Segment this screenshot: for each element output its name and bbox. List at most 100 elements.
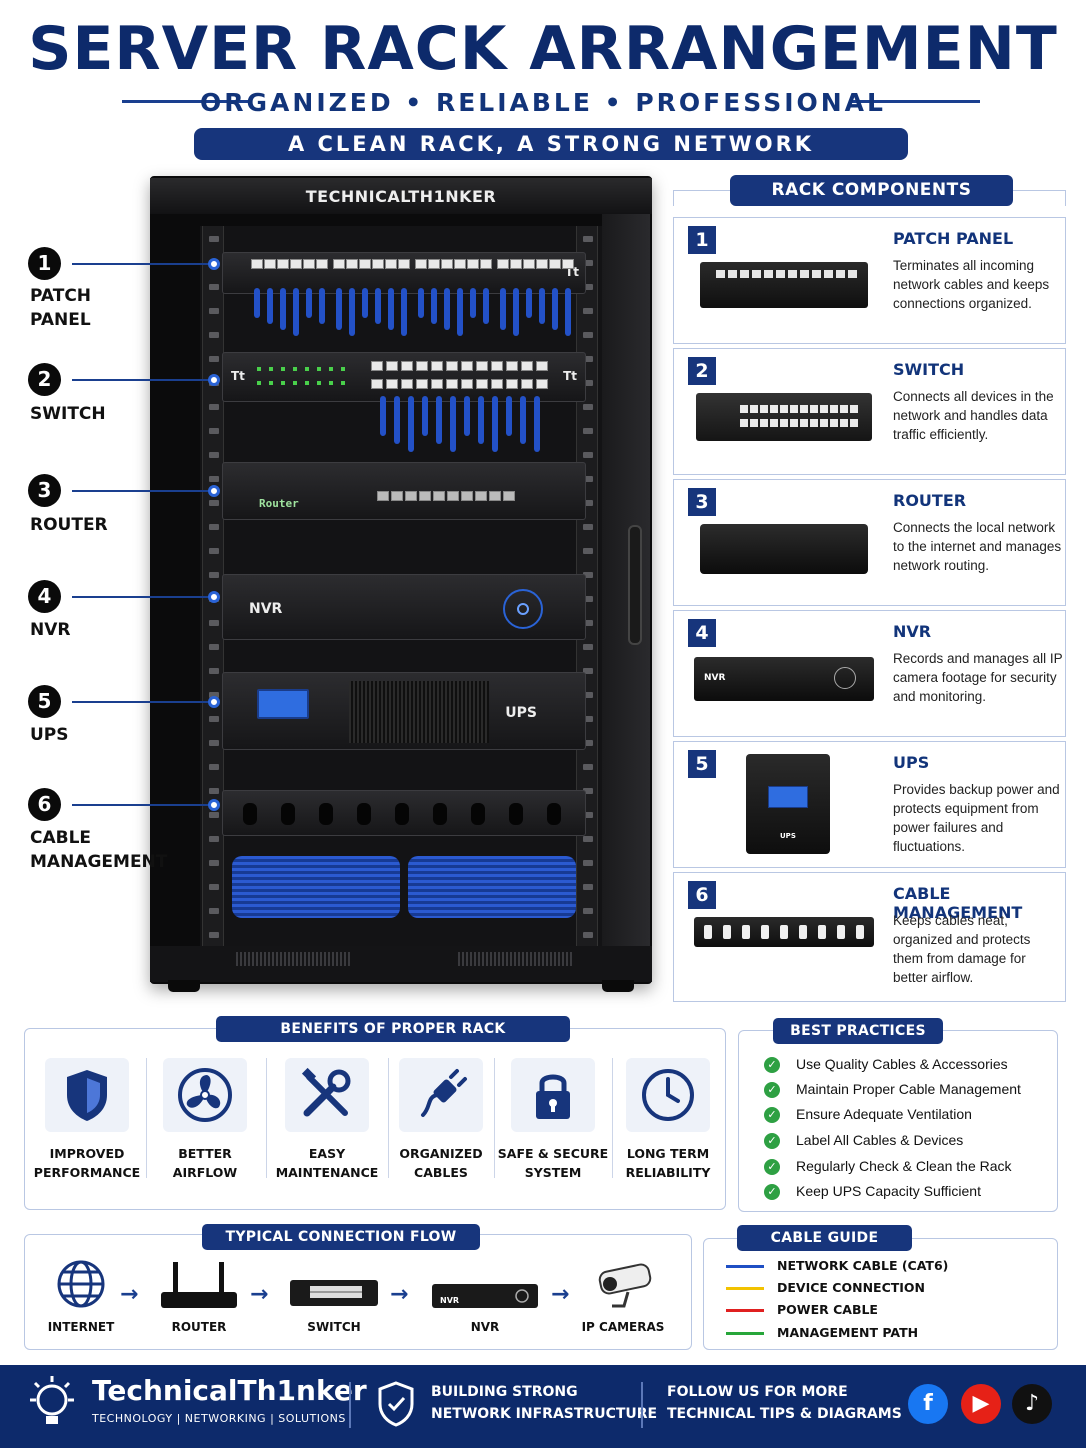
component-number: 3 <box>688 488 716 516</box>
cable-slot <box>856 925 864 939</box>
patch-port[interactable] <box>290 259 302 269</box>
switch-port[interactable] <box>491 379 503 389</box>
tiktok-icon[interactable]: ♪ <box>1012 1384 1052 1424</box>
network-cable <box>450 396 456 452</box>
network-cable <box>431 288 437 324</box>
patch-port[interactable] <box>536 259 548 269</box>
router-port[interactable] <box>405 491 417 501</box>
cable-slot <box>799 925 807 939</box>
rail-hole <box>209 476 219 482</box>
rail-hole <box>583 572 593 578</box>
nvr-control-dial[interactable] <box>503 589 543 629</box>
switch-port <box>770 405 778 413</box>
switch-port[interactable] <box>446 379 458 389</box>
patch-port[interactable] <box>303 259 315 269</box>
component-number: 6 <box>688 881 716 909</box>
patch-port[interactable] <box>359 259 371 269</box>
switch-port[interactable] <box>536 379 548 389</box>
switch-port[interactable] <box>536 361 548 371</box>
patch-port[interactable] <box>497 259 509 269</box>
best-practice-item: Ensure Adequate Ventilation <box>796 1106 972 1122</box>
switch-port[interactable] <box>521 361 533 371</box>
switch-port[interactable] <box>506 361 518 371</box>
router-port[interactable] <box>377 491 389 501</box>
facebook-icon[interactable]: f <box>908 1384 948 1424</box>
patch-port[interactable] <box>441 259 453 269</box>
flow-label: ROUTER <box>171 1320 227 1334</box>
switch-port[interactable] <box>431 361 443 371</box>
switch-port[interactable] <box>371 379 383 389</box>
patch-port[interactable] <box>480 259 492 269</box>
router-port[interactable] <box>489 491 501 501</box>
router-port[interactable] <box>419 491 431 501</box>
switch-port[interactable] <box>401 379 413 389</box>
callout-leader-line <box>72 596 208 598</box>
benefits-header: BENEFITS OF PROPER RACK ARRANGEMENT <box>216 1016 570 1063</box>
switch-port[interactable] <box>386 379 398 389</box>
cable-manager-image <box>694 917 874 947</box>
patch-port[interactable] <box>333 259 345 269</box>
switch-port <box>780 405 788 413</box>
router-port[interactable] <box>391 491 403 501</box>
status-led <box>305 367 309 371</box>
router-port[interactable] <box>503 491 515 501</box>
patch-port[interactable] <box>549 259 561 269</box>
rail-hole <box>583 548 593 554</box>
youtube-icon[interactable]: ▶ <box>961 1384 1001 1424</box>
patch-port[interactable] <box>264 259 276 269</box>
switch-port[interactable] <box>476 361 488 371</box>
router-port[interactable] <box>447 491 459 501</box>
switch-port[interactable] <box>416 361 428 371</box>
switch-port[interactable] <box>446 361 458 371</box>
benefit-better-airflow: BETTER AIRFLOW <box>146 1058 264 1182</box>
benefits-panel <box>24 1028 726 1210</box>
patch-port[interactable] <box>428 259 440 269</box>
switch-port[interactable] <box>461 379 473 389</box>
patch-port <box>764 270 773 278</box>
patch-port[interactable] <box>372 259 384 269</box>
switch-port[interactable] <box>416 379 428 389</box>
rail-hole <box>583 260 593 266</box>
patch-port[interactable] <box>251 259 263 269</box>
router-port[interactable] <box>461 491 473 501</box>
rail-hole <box>209 452 219 458</box>
rail-hole <box>209 308 219 314</box>
rail-hole <box>209 332 219 338</box>
patch-port[interactable] <box>562 259 574 269</box>
rail-hole <box>583 404 593 410</box>
rail-hole <box>583 716 593 722</box>
rack-rail-left <box>202 226 224 946</box>
switch-port[interactable] <box>506 379 518 389</box>
switch-port[interactable] <box>371 361 383 371</box>
patch-port[interactable] <box>510 259 522 269</box>
callout-leader-line <box>72 701 208 703</box>
patch-port[interactable] <box>523 259 535 269</box>
benefit-label: BETTER AIRFLOW <box>172 1146 238 1180</box>
switch-port[interactable] <box>476 379 488 389</box>
patch-port[interactable] <box>467 259 479 269</box>
component-title: UPS <box>893 753 930 772</box>
switch-port[interactable] <box>386 361 398 371</box>
benefit-divider <box>612 1058 613 1178</box>
rack-door-handle[interactable] <box>628 525 642 645</box>
component-title: SWITCH <box>893 360 965 379</box>
patch-port[interactable] <box>398 259 410 269</box>
patch-port[interactable] <box>316 259 328 269</box>
callout-number: 1 <box>28 247 61 280</box>
patch-port[interactable] <box>277 259 289 269</box>
cable-manager <box>222 790 586 836</box>
switch-port[interactable] <box>521 379 533 389</box>
switch-port[interactable] <box>491 361 503 371</box>
network-switch: Tt Tt <box>222 352 586 402</box>
switch-port[interactable] <box>431 379 443 389</box>
patch-port[interactable] <box>346 259 358 269</box>
switch-port[interactable] <box>401 361 413 371</box>
switch-port[interactable] <box>461 361 473 371</box>
switch-port <box>830 405 838 413</box>
switch-image <box>696 393 872 441</box>
router-port[interactable] <box>475 491 487 501</box>
router-port[interactable] <box>433 491 445 501</box>
patch-port[interactable] <box>415 259 427 269</box>
patch-port[interactable] <box>454 259 466 269</box>
patch-port[interactable] <box>385 259 397 269</box>
